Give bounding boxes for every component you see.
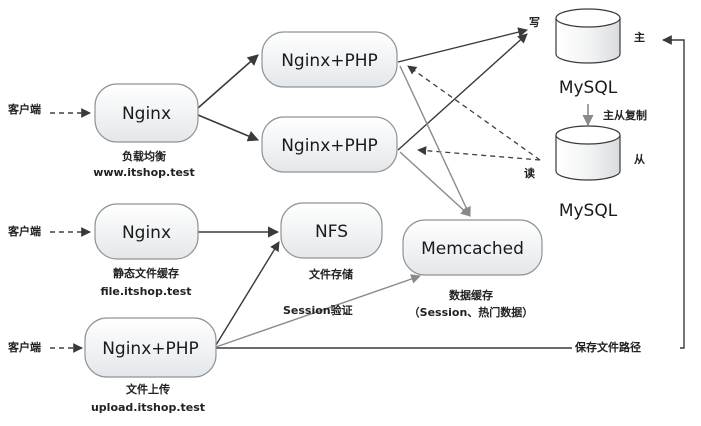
static-nginx-node: Nginx xyxy=(94,203,199,260)
nfs-label: NFS xyxy=(315,222,348,242)
client-label-2: 客户端 xyxy=(7,224,41,238)
app2-node: Nginx+PHP xyxy=(261,116,398,173)
edge-upload-master xyxy=(216,35,685,349)
static-domain: file.itshop.test xyxy=(100,285,191,298)
upload-node: Nginx+PHP xyxy=(84,317,217,378)
app1-node: Nginx+PHP xyxy=(261,31,398,88)
edge-upload-nfs xyxy=(215,241,280,346)
memcached-caption: 数据缓存 xyxy=(449,288,493,302)
edge-lb-app2 xyxy=(197,114,260,142)
mysql-master-cylinder xyxy=(555,8,621,64)
memcached-label: Memcached xyxy=(421,239,524,259)
mysql-master-label: MySQL xyxy=(559,78,618,98)
app2-label: Nginx+PHP xyxy=(281,136,378,156)
edge-app2-write xyxy=(397,33,528,151)
static-nginx-label: Nginx xyxy=(122,223,171,243)
write-label: 写 xyxy=(529,16,540,29)
mysql-master-role: 主 xyxy=(634,30,645,44)
upload-caption: 文件上传 xyxy=(126,382,170,396)
replication-label: 主从复制 xyxy=(603,108,647,122)
mysql-slave-label: MySQL xyxy=(559,201,618,221)
edge-read-app1 xyxy=(407,65,541,161)
nfs-node: NFS xyxy=(280,202,383,259)
client-label-1: 客户端 xyxy=(7,102,41,116)
edge-app1-write xyxy=(397,27,528,63)
edge-read-app2 xyxy=(417,146,541,161)
lb-nginx-label: Nginx xyxy=(122,104,171,124)
save-path-label-bg xyxy=(572,339,680,356)
nfs-caption: 文件存储 xyxy=(309,267,353,281)
upload-domain: upload.itshop.test xyxy=(91,401,205,414)
memcached-node: Memcached xyxy=(402,219,543,276)
mysql-slave-cylinder xyxy=(555,125,621,181)
read-label: 读 xyxy=(524,166,535,180)
static-caption: 静态文件缓存 xyxy=(113,266,179,280)
session-label: Session验证 xyxy=(283,303,353,317)
save-path-label: 保存文件路径 xyxy=(574,340,641,354)
edge-upload-memcached xyxy=(215,274,421,348)
lb-nginx-node: Nginx xyxy=(94,83,199,143)
upload-label: Nginx+PHP xyxy=(102,339,199,359)
edge-app2-memcached xyxy=(399,151,471,217)
app1-label: Nginx+PHP xyxy=(281,51,378,71)
edge-app1-memcached xyxy=(399,65,471,217)
mysql-slave-role: 从 xyxy=(634,153,645,166)
edge-lb-app1 xyxy=(197,54,259,109)
lb-domain: www.itshop.test xyxy=(93,166,195,179)
lb-caption: 负载均衡 xyxy=(122,149,166,163)
memcached-sub: （Session、热门数据） xyxy=(409,305,534,319)
client-label-3: 客户端 xyxy=(7,340,41,354)
